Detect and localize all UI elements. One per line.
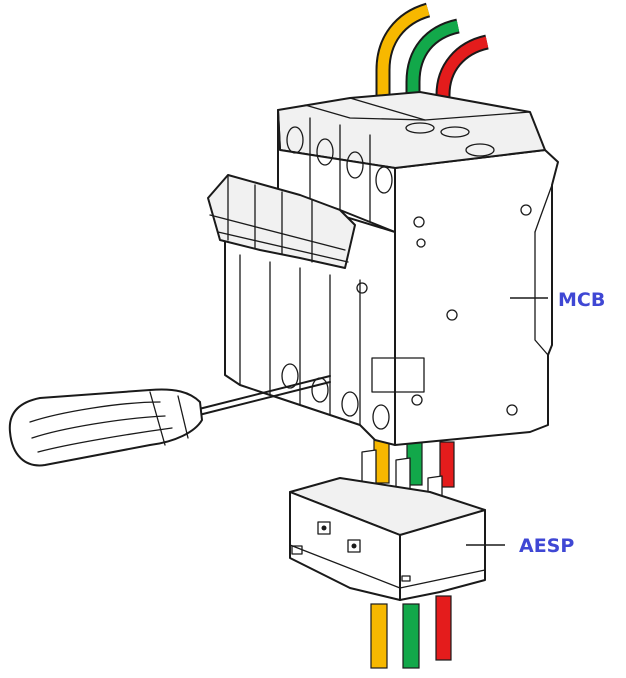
top-wires	[375, 2, 490, 130]
bottom-wires	[370, 595, 452, 669]
aesp-label: AESP	[519, 535, 574, 557]
middle-wires	[373, 437, 455, 488]
wire-green-bottom	[402, 603, 420, 669]
mcb-label: MCB	[558, 289, 605, 311]
aesp-module	[289, 449, 486, 601]
mcb-breaker	[207, 91, 559, 446]
wire-red-bottom	[435, 595, 452, 661]
wire-yellow-bottom	[370, 603, 388, 669]
screwdriver-icon	[8, 375, 331, 467]
